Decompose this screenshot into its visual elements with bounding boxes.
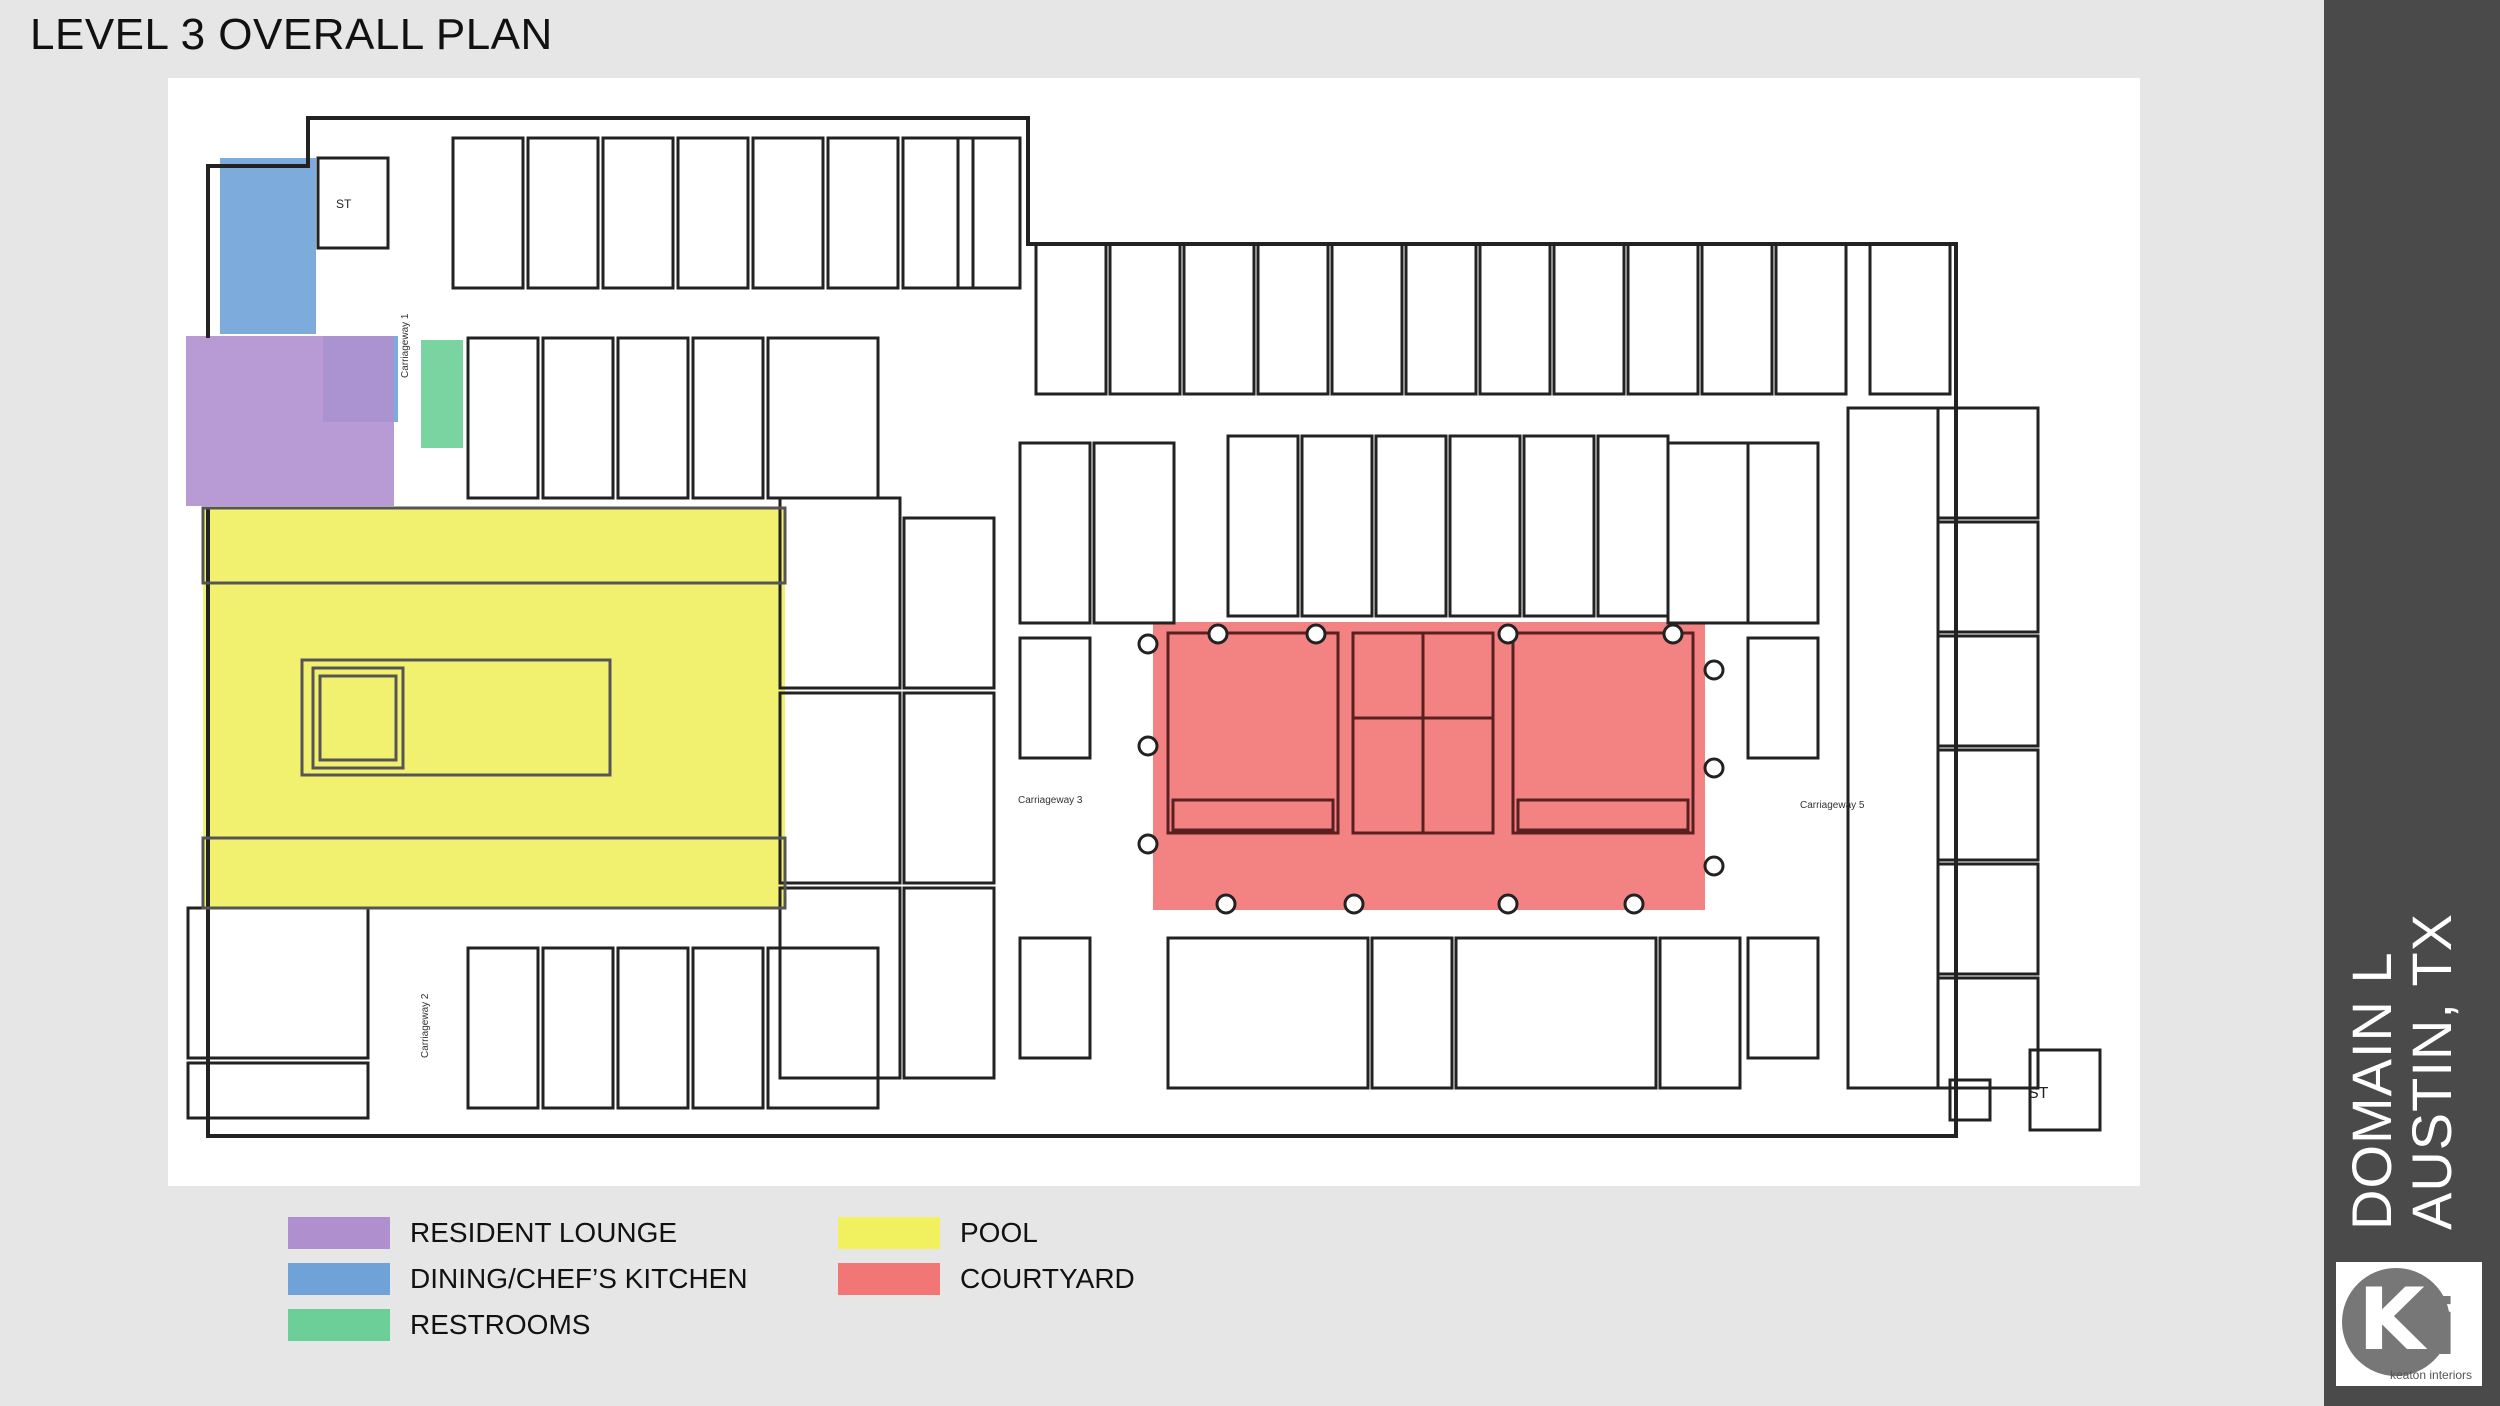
legend-item-restrooms: RESTROOMS: [288, 1308, 590, 1342]
courtyard-zone: [1153, 622, 1705, 910]
legend-item-dining: DINING/CHEF’S KITCHEN: [288, 1262, 748, 1296]
legend-swatch: [838, 1263, 940, 1295]
legend-item-courtyard: COURTYARD: [838, 1262, 1135, 1296]
legend-swatch: [838, 1217, 940, 1249]
legend-swatch: [288, 1263, 390, 1295]
carriageway-3-label: Carriageway 3: [1018, 795, 1083, 806]
project-title: DOMAIN L AUSTIN, TX: [2340, 912, 2463, 1230]
project-location: AUSTIN, TX: [2400, 912, 2463, 1230]
courtyard-ring-units: [1018, 434, 1820, 1090]
carriageway-5-label: Carriageway 5: [1800, 800, 1865, 811]
stair-label-lower: ST: [2028, 1085, 2049, 1102]
top-right-units: [1034, 242, 1952, 396]
legend-swatch: [288, 1309, 390, 1341]
right-column-units: [1846, 406, 2040, 1090]
stair-cores: [316, 156, 2102, 1132]
stair-label-upper: ST: [336, 197, 352, 211]
floor-plan-panel: Carriageway 1 Carriageway 2 Carriageway …: [168, 78, 2140, 1186]
resident-lounge-zone: [186, 336, 394, 506]
legend-swatch: [288, 1217, 390, 1249]
legend-label: RESTROOMS: [410, 1309, 591, 1340]
legend: RESIDENT LOUNGE DINING/CHEF’S KITCHEN RE…: [288, 1216, 1288, 1356]
legend-label: COURTYARD: [960, 1263, 1135, 1294]
page-title: LEVEL 3 OVERALL PLAN: [30, 10, 553, 59]
carriageway-1-label: Carriageway 1: [400, 313, 411, 378]
legend-label: DINING/CHEF’S KITCHEN: [410, 1263, 748, 1294]
project-name: DOMAIN L: [2340, 951, 2403, 1230]
logo-letter-i: i: [2434, 1282, 2457, 1371]
top-left-units: [451, 136, 1022, 500]
courtyard-details: [1166, 631, 1695, 835]
carriageway-2-label: Carriageway 2: [420, 993, 431, 1058]
legend-item-pool: POOL: [838, 1216, 1038, 1250]
logo-mark: [2342, 1268, 2450, 1376]
restrooms-zone: [421, 340, 463, 448]
building-outline: [206, 116, 1958, 1138]
side-bar: [2324, 0, 2500, 1406]
legend-item-resident-lounge: RESIDENT LOUNGE: [288, 1216, 677, 1250]
legend-label: POOL: [960, 1217, 1038, 1248]
pool-details: [201, 506, 787, 910]
company-logo: K i keaton interiors: [2336, 1262, 2482, 1386]
left-centre-units: [186, 496, 996, 1120]
courtyard-columns: [1137, 623, 1725, 915]
floor-plan-drawing: Carriageway 1 Carriageway 2 Carriageway …: [186, 116, 2102, 1138]
dining-zone: [220, 158, 316, 334]
logo-wordmark: keaton interiors: [2390, 1368, 2473, 1382]
pool-zone: [203, 508, 785, 908]
legend-label: RESIDENT LOUNGE: [410, 1217, 678, 1248]
logo-letter-k: K: [2358, 1270, 2425, 1370]
